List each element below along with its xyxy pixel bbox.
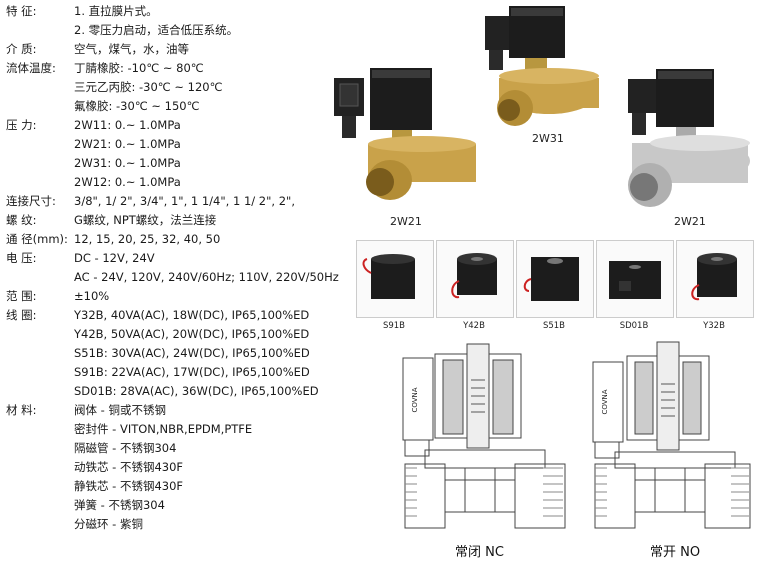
coil-thumb-sd01b: [596, 240, 674, 318]
diagram-brand-label-nc: COVNA: [411, 387, 419, 412]
valve-photo-brass-center: [485, 6, 599, 126]
coil-thumb-y42b: [436, 240, 514, 318]
coil-caption-y32b: Y32B: [703, 321, 725, 331]
coil-thumb-y32b: [676, 240, 754, 318]
coil-caption-sd01b: SD01B: [619, 321, 649, 331]
coil-caption-s91b: S91B: [382, 321, 406, 331]
valve-caption-left: 2W21: [390, 215, 422, 228]
diagram-normally-closed: COVNA: [402, 343, 566, 529]
diagram-brand-label-no: COVNA: [601, 389, 609, 414]
diagram-caption-nc: 常闭 NC: [455, 545, 504, 560]
coil-caption-y42b: Y42B: [463, 321, 485, 331]
valve-caption-right: 2W21: [674, 215, 706, 228]
valve-caption-center: 2W31: [532, 132, 564, 145]
diagram-normally-open: COVNA: [592, 341, 751, 529]
coil-thumb-s51b: [516, 240, 594, 318]
diagram-caption-no: 常开 NO: [650, 545, 701, 560]
coil-thumb-s91b: [356, 240, 434, 318]
coil-caption-s51b: S51B: [542, 321, 566, 331]
valve-photo-brass-left: [334, 68, 476, 200]
valve-photo-steel-right: [628, 69, 750, 207]
